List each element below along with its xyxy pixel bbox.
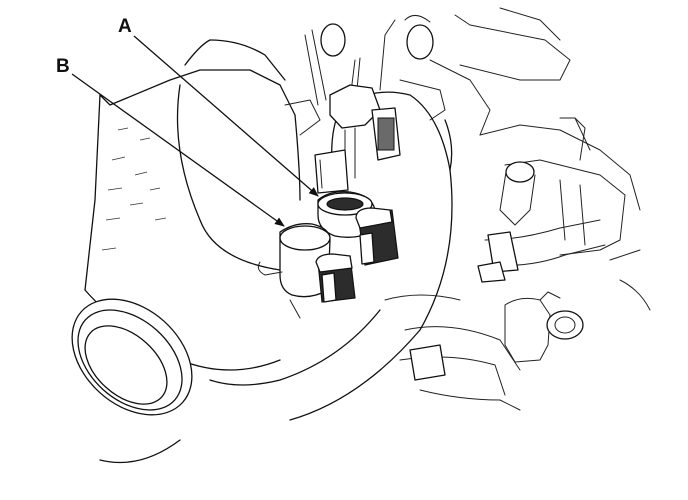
callout-label-a: A [118, 16, 132, 37]
callout-leaders [71, 35, 319, 227]
central-hose [209, 91, 453, 421]
leader-b [71, 73, 285, 227]
part-b-sensor [257, 223, 356, 319]
callout-label-b: B [56, 56, 70, 77]
intake-duct [71, 39, 301, 464]
upper-bracket [314, 84, 401, 194]
engine-background [384, 7, 651, 411]
leader-a [133, 35, 319, 197]
